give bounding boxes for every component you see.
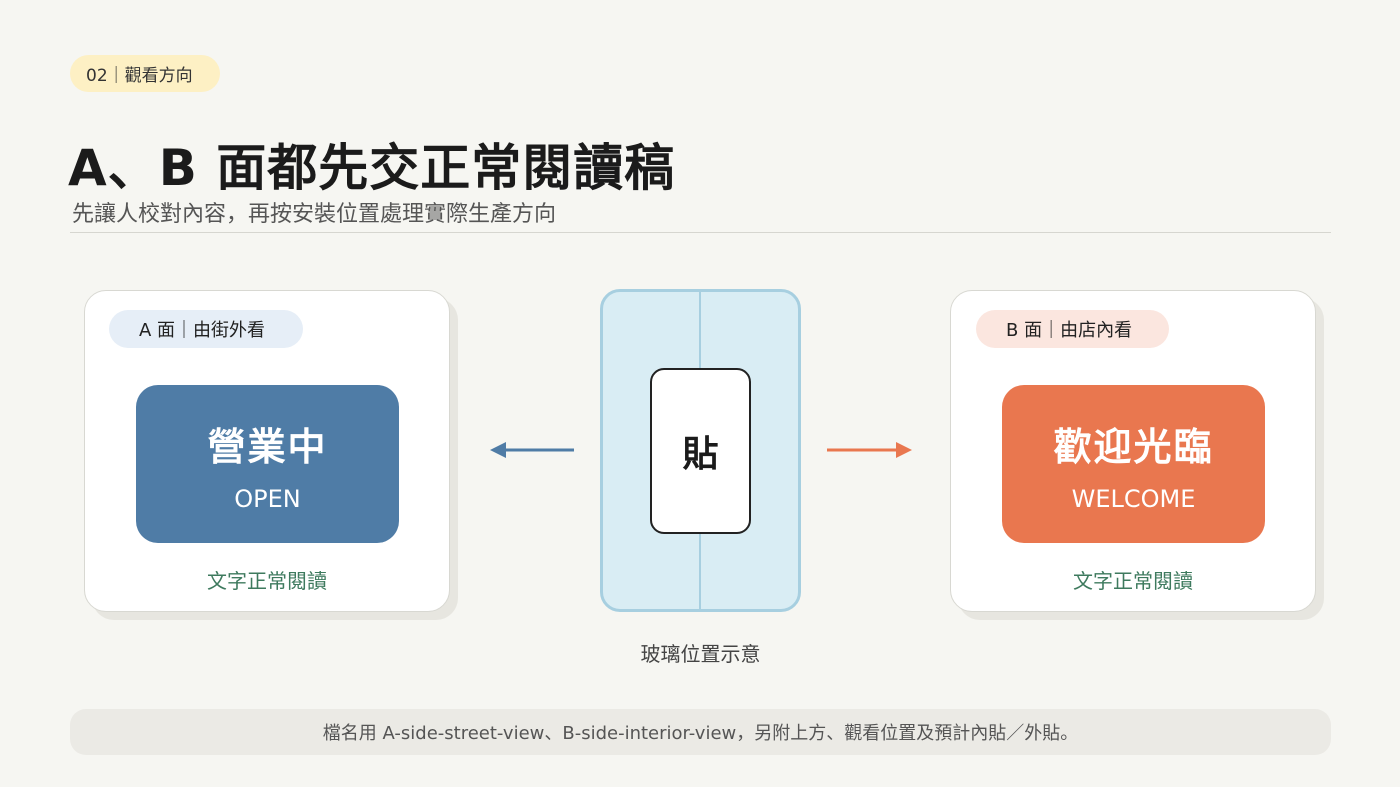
panel-a-sign-main: 營業中	[207, 424, 328, 469]
page-title: A、B 面都先交正常閱讀稿	[68, 139, 676, 197]
panel-a-tag: A 面｜由街外看	[109, 310, 303, 348]
left-arrow-icon	[490, 442, 574, 458]
footer-note: 檔名用 A-side-street-view、B-side-interior-v…	[70, 709, 1331, 755]
panel-b-caption: 文字正常閱讀	[1073, 569, 1193, 593]
panel-a-caption: 文字正常閱讀	[207, 569, 327, 593]
section-tag: 02｜觀看方向	[70, 55, 220, 92]
panel-a-sign: 營業中 OPEN	[136, 385, 399, 543]
panel-b-tag: B 面｜由店內看	[976, 310, 1169, 348]
panel-b-sign-sub: WELCOME	[1071, 484, 1196, 513]
panel-b-sign: 歡迎光臨 WELCOME	[1002, 385, 1265, 543]
sticker: 貼	[650, 368, 751, 534]
glass-caption: 玻璃位置示意	[640, 642, 761, 666]
panel-a-sign-sub: OPEN	[234, 484, 301, 513]
right-arrow-icon	[827, 442, 912, 458]
page-subtitle: 先讓人校對內容，再按安裝位置處理實際生產方向	[72, 202, 557, 227]
panel-b-sign-main: 歡迎光臨	[1053, 424, 1214, 469]
title-divider	[70, 232, 1331, 233]
